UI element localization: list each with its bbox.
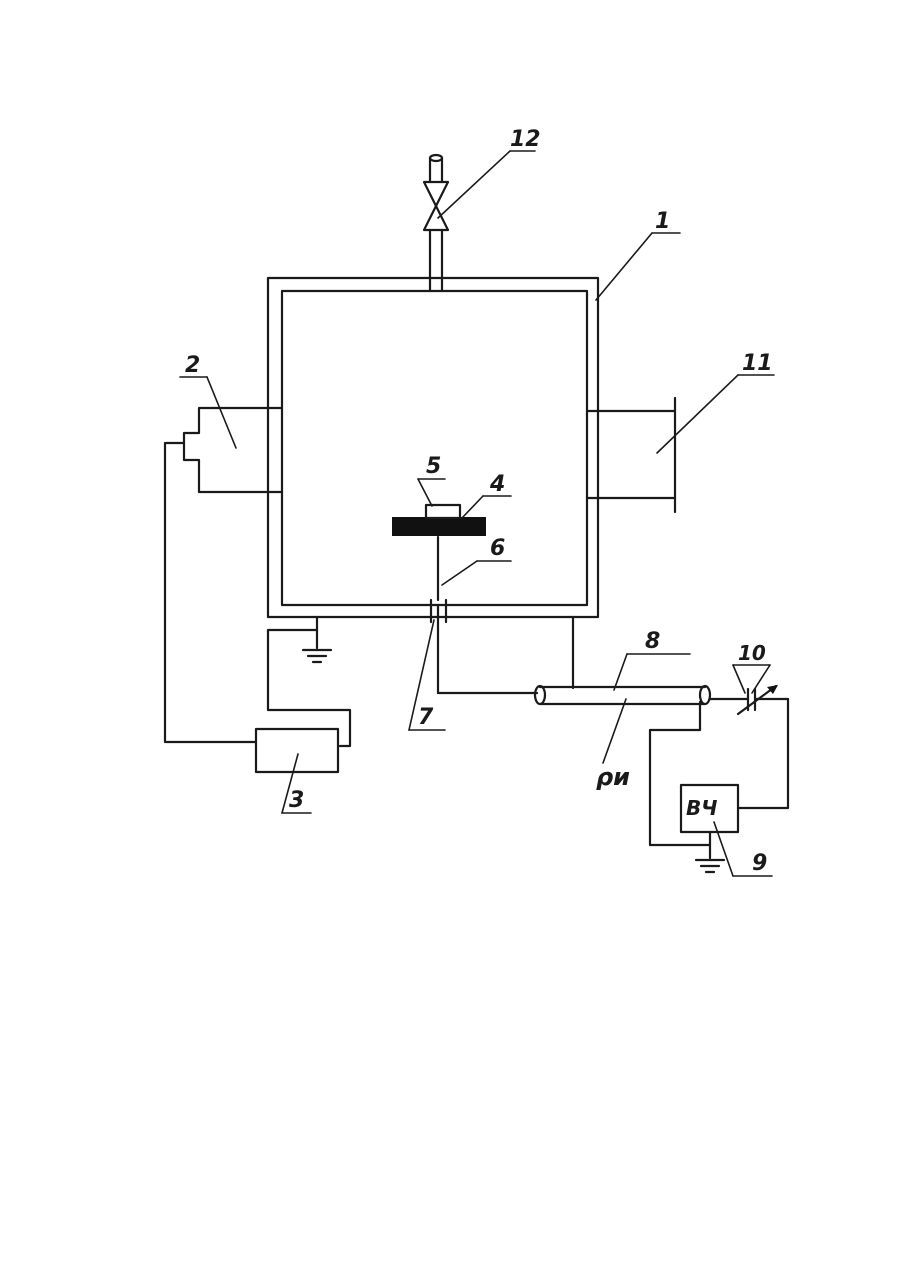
label-8: 8 — [645, 629, 660, 654]
label-4: 4 — [489, 472, 505, 497]
pump-pipe-valve — [424, 155, 448, 291]
chamber-ground — [268, 617, 350, 746]
label-3: 3 — [289, 788, 304, 813]
label-6: 6 — [490, 536, 505, 561]
label-5: 5 — [426, 454, 441, 479]
coax-cable — [535, 617, 710, 845]
bottom-feedthrough — [431, 600, 537, 693]
variable-capacitor — [710, 685, 788, 808]
label-9: 9 — [752, 851, 767, 876]
label-11: 11 — [742, 351, 773, 376]
label-10: 10 — [738, 641, 766, 665]
label-12: 12 — [510, 127, 541, 152]
rf-generator-label: ВЧ — [686, 796, 717, 820]
rf-generator: ВЧ — [681, 785, 738, 872]
vacuum-chamber — [268, 278, 598, 617]
label-2: 2 — [185, 353, 200, 378]
right-flange-device — [587, 398, 675, 512]
label-1: 1 — [655, 209, 670, 234]
substrate-holder — [392, 505, 486, 600]
label-rho: ρи — [596, 763, 630, 791]
label-7: 7 — [418, 705, 434, 730]
